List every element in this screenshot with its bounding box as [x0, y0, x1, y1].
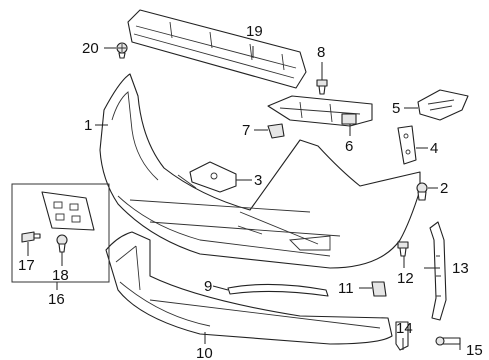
part-10-lower-valance	[105, 231, 393, 345]
callout-5: 5	[392, 100, 400, 117]
part-11-clip	[371, 281, 387, 297]
leader-lines	[27, 46, 461, 350]
part-12-fastener	[397, 241, 409, 257]
callout-18: 18	[52, 267, 69, 284]
part-5-bracket	[417, 89, 469, 121]
part-3-bracket	[189, 161, 237, 193]
part-6-absorber	[267, 95, 373, 127]
part-9-trim-strip	[227, 283, 329, 297]
part-7-clip	[267, 123, 285, 139]
callout-labels: 19 20 8 5 6 7 1 3 4 2 12 13 9 11 10 14 1…	[18, 23, 483, 360]
part-19-impact-bar	[127, 9, 307, 89]
callout-1: 1	[84, 117, 92, 134]
part-4-side-bracket	[397, 125, 417, 165]
part-20-bolt	[116, 42, 128, 59]
part-16-license-bracket	[41, 191, 95, 231]
callout-13: 13	[452, 260, 469, 277]
callout-4: 4	[430, 140, 438, 157]
part-16-license-bracket-group	[11, 183, 110, 283]
part-1-bumper-cover	[99, 73, 421, 269]
callout-12: 12	[397, 270, 414, 287]
callout-16: 16	[48, 291, 65, 308]
callout-11: 11	[338, 280, 354, 297]
part-17-screw	[21, 231, 41, 243]
callout-7: 7	[242, 122, 250, 139]
part-8-screw	[316, 79, 328, 95]
callout-15: 15	[466, 342, 483, 359]
part-18-screw	[56, 234, 68, 253]
part-15-screw	[435, 336, 461, 346]
part-14-retainer	[395, 321, 409, 351]
callout-14: 14	[396, 320, 413, 337]
callout-20: 20	[82, 40, 99, 57]
callout-3: 3	[254, 172, 262, 189]
part-2-push-pin	[416, 182, 428, 201]
callout-19: 19	[246, 23, 263, 40]
callout-17: 17	[18, 257, 35, 274]
callout-8: 8	[317, 44, 325, 61]
callout-9: 9	[204, 278, 212, 295]
callout-6: 6	[345, 138, 353, 155]
callout-2: 2	[440, 180, 448, 197]
callout-10: 10	[196, 345, 213, 360]
part-13-side-molding	[429, 221, 447, 321]
